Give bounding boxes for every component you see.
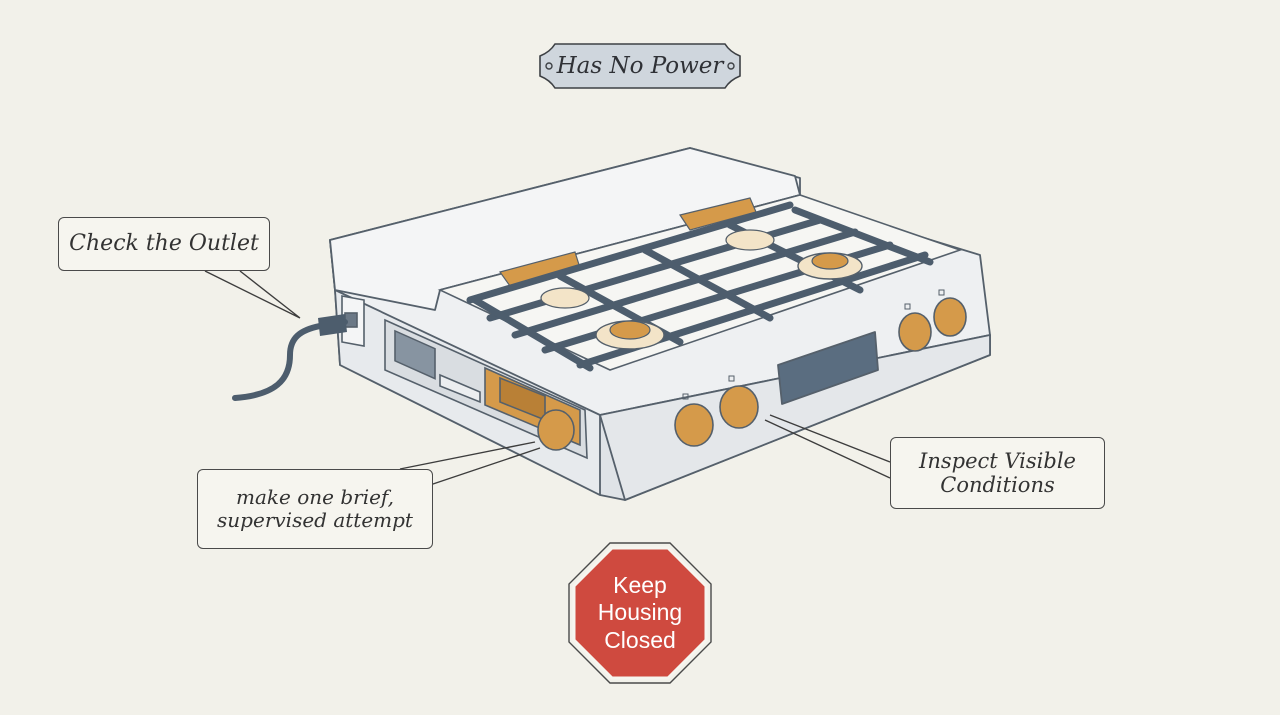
stop-sign <box>568 542 712 684</box>
callout-leaders <box>204 270 891 486</box>
title-plaque <box>539 43 741 89</box>
side-knob <box>537 409 575 451</box>
callout-attempt-line1: make one brief, <box>236 485 394 509</box>
stop-line3: Closed <box>604 626 676 653</box>
callout-attempt-line2: supervised attempt <box>217 508 413 532</box>
callout-supervised-attempt: make one brief, supervised attempt <box>197 469 433 549</box>
control-knobs <box>674 297 967 447</box>
power-cord <box>232 319 348 401</box>
burners <box>540 229 863 350</box>
stop-sign-text: Keep Housing Closed <box>574 548 706 678</box>
page-title: Has No Power <box>556 53 724 79</box>
callout-check-outlet: Check the Outlet <box>58 217 270 271</box>
stop-line2: Housing <box>597 599 683 626</box>
callout-inspect-line2: Conditions <box>940 473 1055 497</box>
callout-inspect-line1: Inspect Visible <box>919 448 1076 473</box>
callout-check-outlet-text: Check the Outlet <box>69 231 259 257</box>
callout-inspect-conditions: Inspect Visible Conditions <box>890 437 1105 509</box>
plug <box>318 314 347 336</box>
stop-line1: Keep <box>613 571 667 598</box>
